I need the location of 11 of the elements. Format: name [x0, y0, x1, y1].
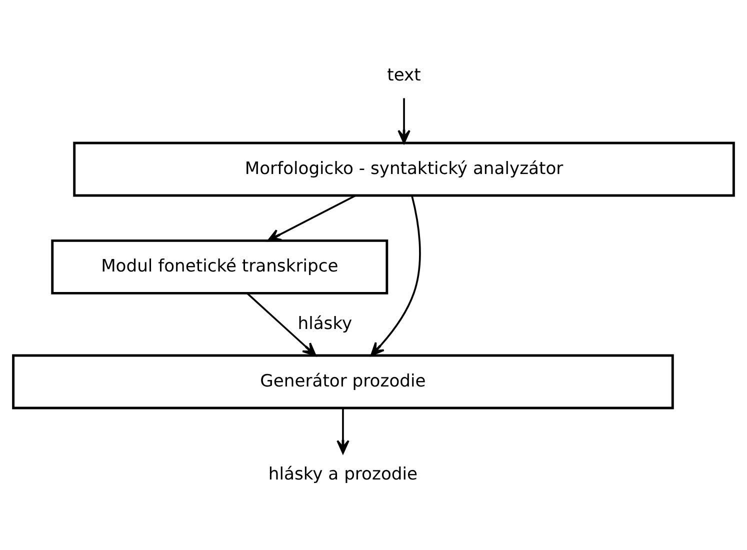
- arrow: [336, 408, 350, 454]
- node-box: Modul fonetické transkripce: [51, 238, 388, 294]
- arrow: [398, 98, 410, 144]
- node-text: hlásky a prozodie: [268, 464, 418, 484]
- node-text: text: [387, 64, 421, 85]
- node-box: Generátor prozodie: [12, 354, 674, 409]
- edge-label: hlásky: [298, 313, 352, 334]
- arrow: [370, 195, 421, 356]
- arrow: [246, 292, 316, 356]
- node-box: Morfologicko - syntaktický analyzátor: [73, 141, 735, 196]
- arrow: [267, 194, 356, 242]
